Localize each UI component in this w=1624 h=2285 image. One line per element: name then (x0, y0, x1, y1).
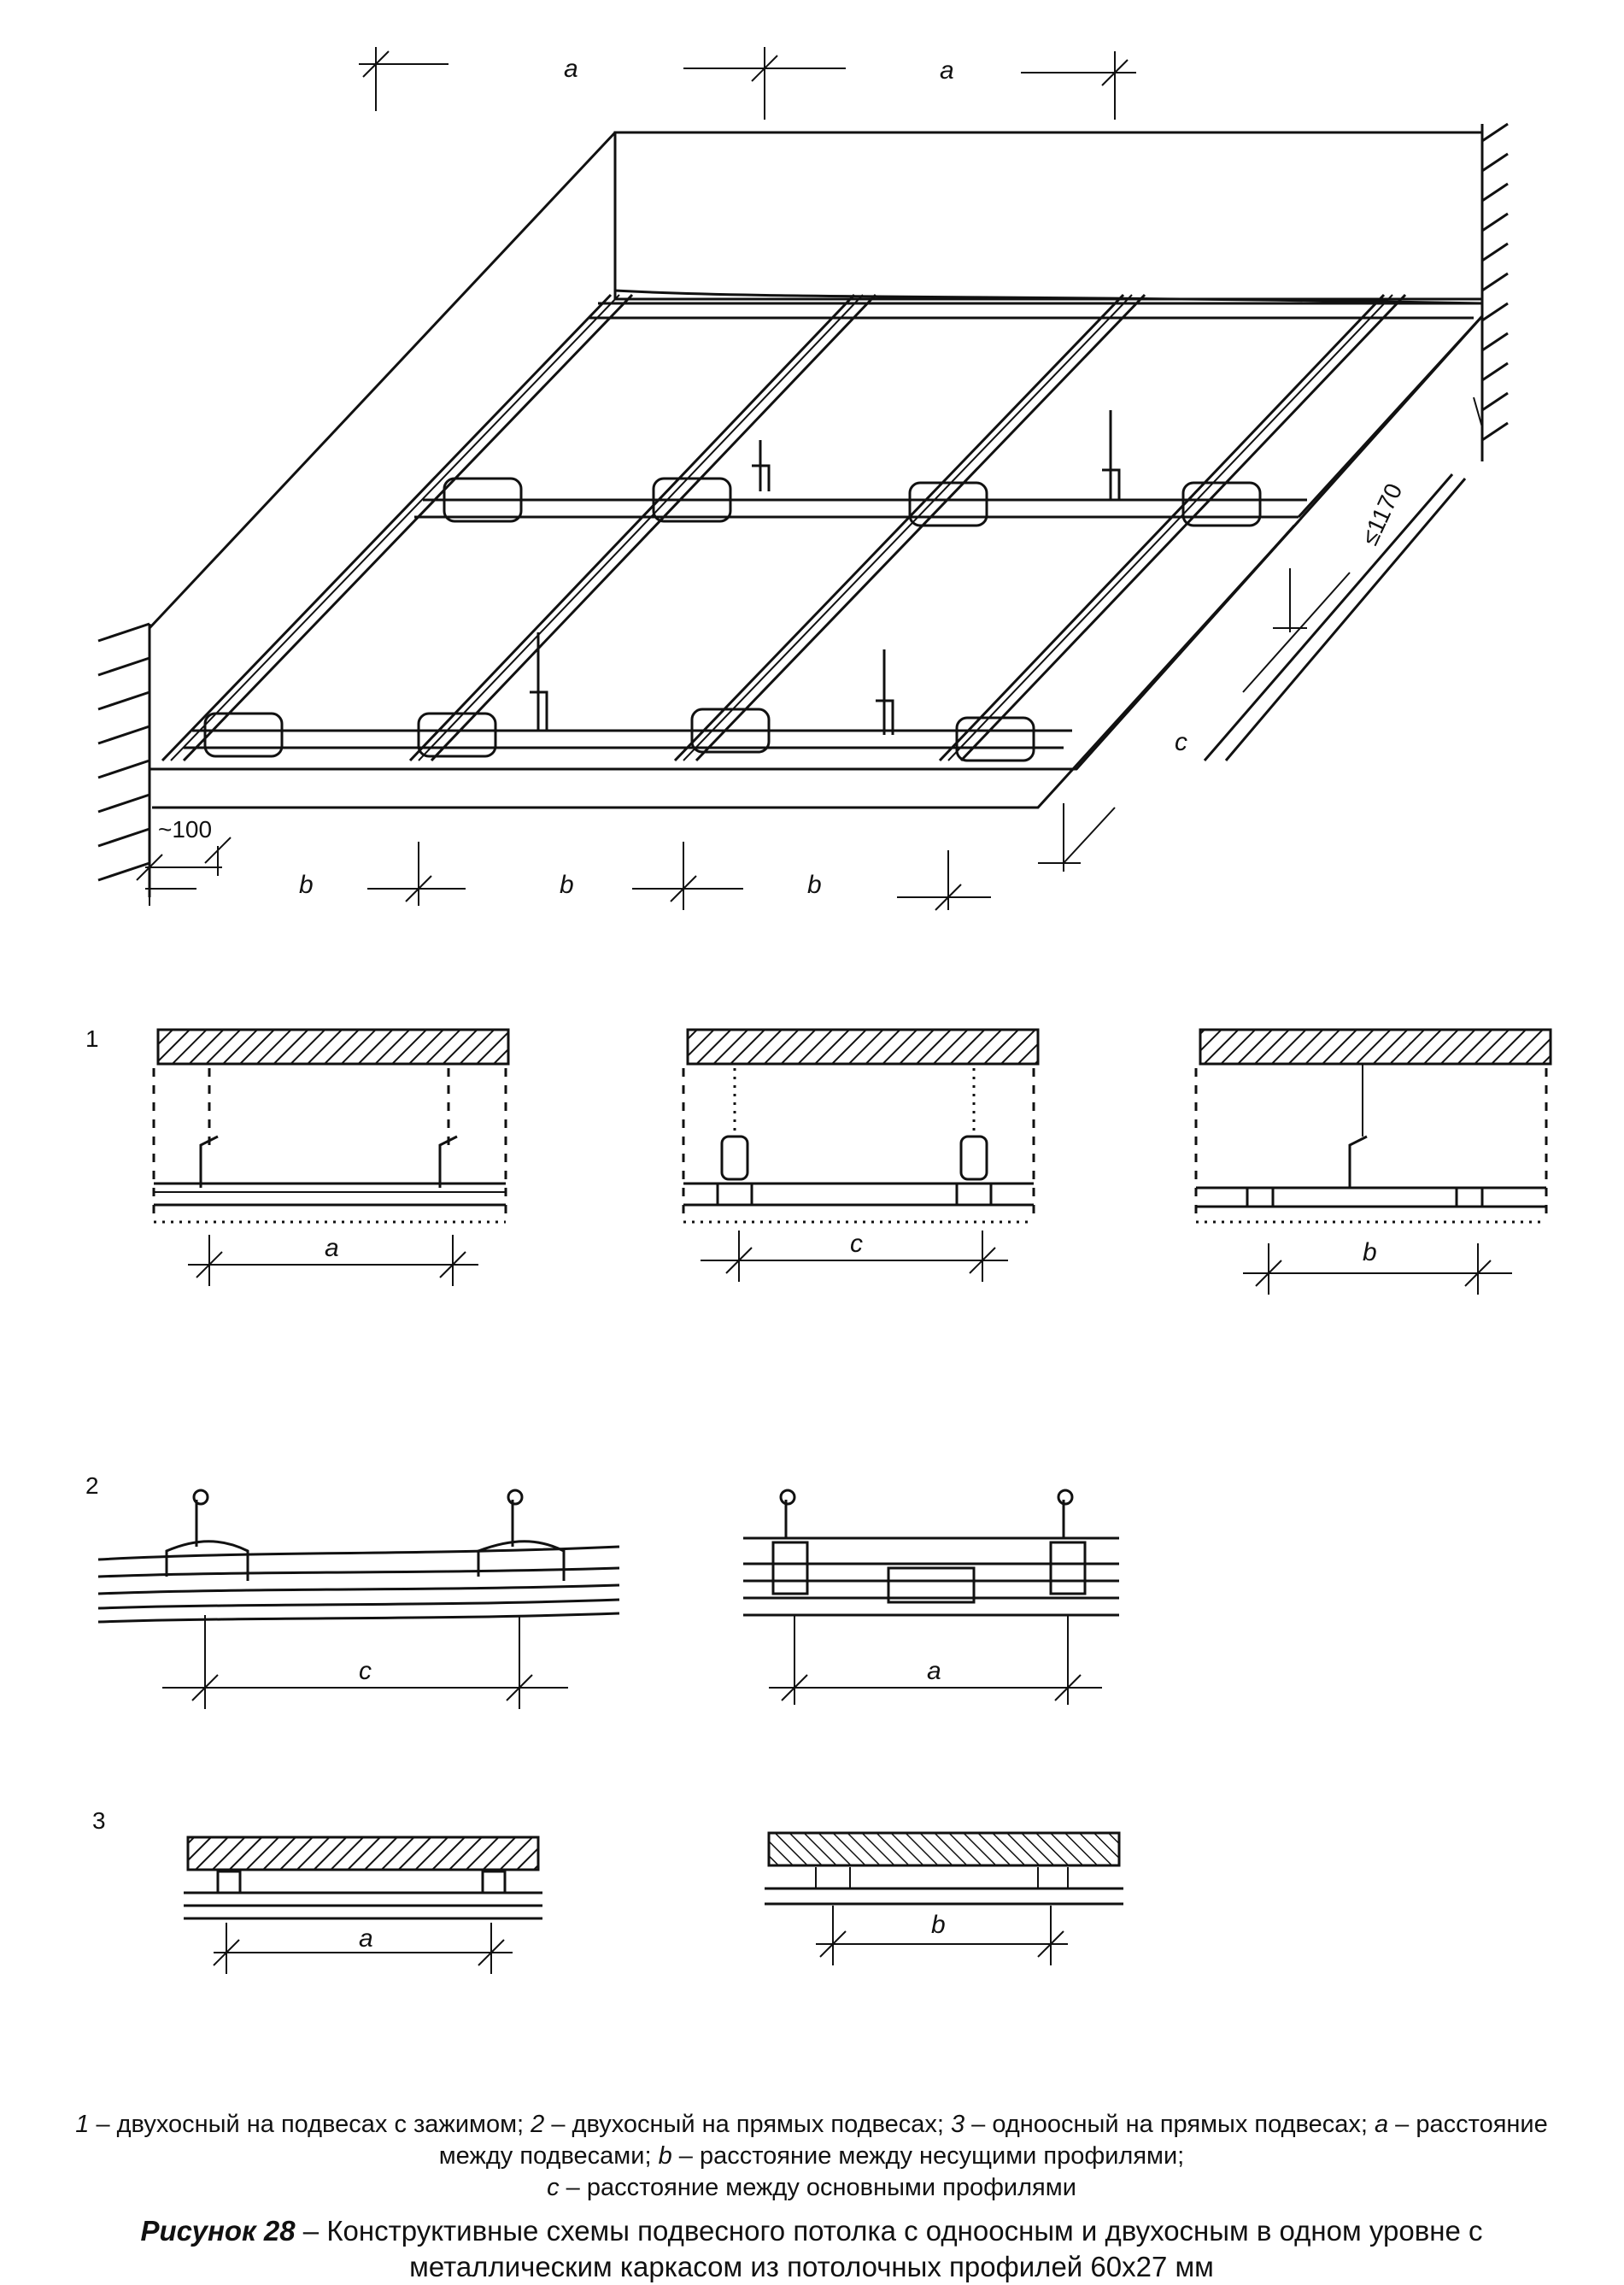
legend-b: b (658, 2142, 672, 2170)
dim-label-b-3: b (807, 871, 822, 899)
bearing-profiles (184, 302, 1482, 749)
section-2-dim-c: c (359, 1657, 372, 1685)
section-3-dim-a: a (359, 1924, 373, 1953)
section-2: 2 c a (85, 1472, 1119, 1709)
legend-c: c (547, 2174, 560, 2201)
cross-connectors (203, 477, 1262, 762)
ceiling-diagram: a a ~100 b b b c ≤1170 1 (85, 47, 1552, 1974)
dim-label-b-1: b (299, 871, 314, 899)
main-profiles (161, 293, 1467, 762)
legend-tc: – расстояние между основными профилями (559, 2174, 1076, 2201)
dimension-a-top: a a (359, 47, 1136, 120)
dimension-b-bottom: ~100 b b b (136, 803, 1116, 911)
dim-label-a-1: a (564, 55, 578, 83)
legend-n2: 2 (531, 2111, 545, 2138)
section-3-number: 3 (92, 1807, 106, 1834)
legend-t1: – двухосный на подвесах с зажимом; (89, 2111, 531, 2138)
legend-n1: 1 (75, 2111, 90, 2138)
legend-n3: 3 (950, 2111, 965, 2138)
section-1: 1 a c (85, 1025, 1552, 1295)
legend-t2: – двухосный на прямых подвесах; (544, 2111, 951, 2138)
legend-ta: – расстояние между подвесами; (438, 2111, 1548, 2170)
dim-label-c: c (1175, 728, 1187, 756)
figure-legend: 1 – двухосный на подвесах с зажимом; 2 –… (51, 2109, 1572, 2204)
legend-t3: – одноосный на прямых подвесах; (964, 2111, 1375, 2138)
left-wall (97, 622, 151, 897)
legend-tb: – расстояние между несущими профилями; (671, 2142, 1185, 2170)
isometric-view (97, 122, 1509, 897)
dim-label-a-2: a (940, 56, 954, 85)
right-wall (1480, 122, 1509, 461)
section-2-number: 2 (85, 1472, 99, 1499)
dimension-c-right: c ≤1170 (1175, 396, 1483, 756)
section-1-dim-c: c (850, 1230, 863, 1258)
back-wall (613, 131, 1484, 301)
section-3-dim-b: b (931, 1911, 946, 1939)
section-1-number: 1 (85, 1025, 99, 1052)
section-2-dim-a: a (927, 1657, 941, 1685)
legend-a: a (1374, 2111, 1389, 2138)
hangers (530, 410, 1121, 735)
section-1-dim-b: b (1363, 1238, 1377, 1266)
figure-caption: Рисунок 28 – Конструктивные схемы подвес… (51, 2213, 1572, 2285)
section-3: 3 a b (92, 1807, 1123, 1974)
dim-label-1170: ≤1170 (1356, 479, 1407, 549)
figure-title: – Конструктивные схемы подвесного потолк… (295, 2215, 1483, 2282)
dim-label-b-2: b (560, 871, 574, 899)
figure-label: Рисунок 28 (140, 2215, 296, 2247)
section-1-dim-a: a (325, 1234, 339, 1262)
dim-label-100: ~100 (158, 816, 212, 843)
